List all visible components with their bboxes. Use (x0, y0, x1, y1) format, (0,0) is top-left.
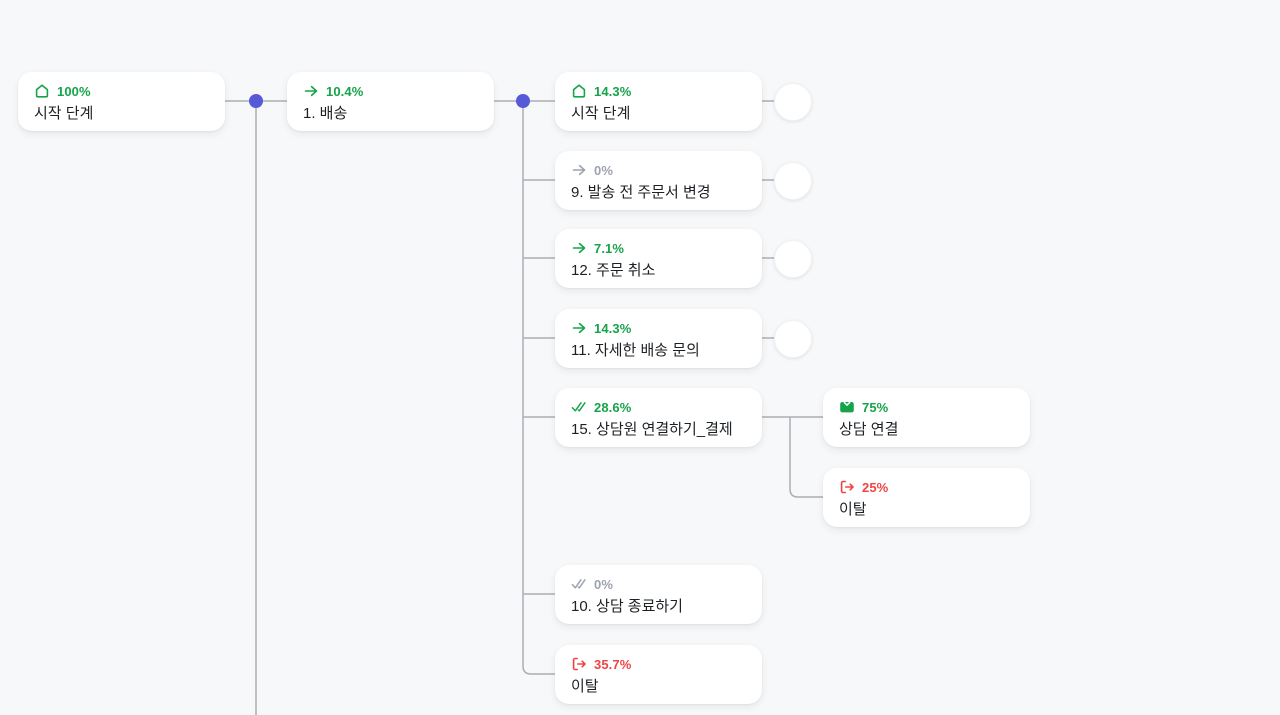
node-label: 상담 연결 (839, 421, 899, 438)
junction-dot[interactable] (516, 94, 530, 108)
flow-node-agent-connect-payment[interactable]: 28.6% 15. 상담원 연결하기_결제 (555, 388, 762, 447)
flow-node-order-change[interactable]: 0% 9. 발송 전 주문서 변경 (555, 151, 762, 210)
empty-node-placeholder[interactable] (774, 162, 812, 200)
empty-node-placeholder[interactable] (774, 320, 812, 358)
node-percent: 14.3% (594, 83, 632, 99)
flow-node-consult-end[interactable]: 0% 10. 상담 종료하기 (555, 565, 762, 624)
empty-node-placeholder[interactable] (774, 83, 812, 121)
node-label: 시작 단계 (34, 105, 94, 122)
node-percent: 28.6% (594, 399, 632, 415)
flow-node-delivery-inquiry[interactable]: 14.3% 11. 자세한 배송 문의 (555, 309, 762, 368)
flow-node-consult-connect[interactable]: 75% 상담 연결 (823, 388, 1030, 447)
double-check-icon (571, 399, 587, 415)
node-label: 9. 발송 전 주문서 변경 (571, 184, 711, 201)
node-percent: 0% (594, 576, 613, 592)
double-check-icon (571, 576, 587, 592)
flow-node-start[interactable]: 100% 시작 단계 (18, 72, 225, 131)
node-percent: 7.1% (594, 240, 625, 256)
node-percent: 10.4% (326, 83, 364, 99)
flow-node-exit[interactable]: 25% 이탈 (823, 468, 1030, 527)
exit-icon (571, 656, 587, 672)
node-percent: 35.7% (594, 656, 632, 672)
node-percent: 14.3% (594, 320, 632, 336)
node-label: 이탈 (839, 501, 867, 518)
node-percent: 100% (57, 83, 91, 99)
flow-node-start-2[interactable]: 14.3% 시작 단계 (555, 72, 762, 131)
node-percent: 25% (862, 479, 889, 495)
exit-icon (839, 479, 855, 495)
node-percent: 0% (594, 162, 613, 178)
home-icon (34, 83, 50, 99)
node-label: 시작 단계 (571, 105, 631, 122)
empty-node-placeholder[interactable] (774, 240, 812, 278)
arrow-right-icon (571, 162, 587, 178)
arrow-right-icon (571, 320, 587, 336)
flow-node-order-cancel[interactable]: 7.1% 12. 주문 취소 (555, 229, 762, 288)
node-label: 1. 배송 (303, 105, 348, 122)
arrow-right-icon (303, 83, 319, 99)
arrow-right-icon (571, 240, 587, 256)
node-label: 12. 주문 취소 (571, 262, 656, 279)
flow-node-delivery[interactable]: 10.4% 1. 배송 (287, 72, 494, 131)
node-percent: 75% (862, 399, 889, 415)
home-icon (571, 83, 587, 99)
chat-icon (839, 399, 855, 415)
node-label: 이탈 (571, 678, 599, 695)
node-label: 10. 상담 종료하기 (571, 598, 683, 615)
junction-dot[interactable] (249, 94, 263, 108)
node-label: 15. 상담원 연결하기_결제 (571, 421, 733, 438)
flow-node-exit-2[interactable]: 35.7% 이탈 (555, 645, 762, 704)
node-label: 11. 자세한 배송 문의 (571, 342, 700, 359)
